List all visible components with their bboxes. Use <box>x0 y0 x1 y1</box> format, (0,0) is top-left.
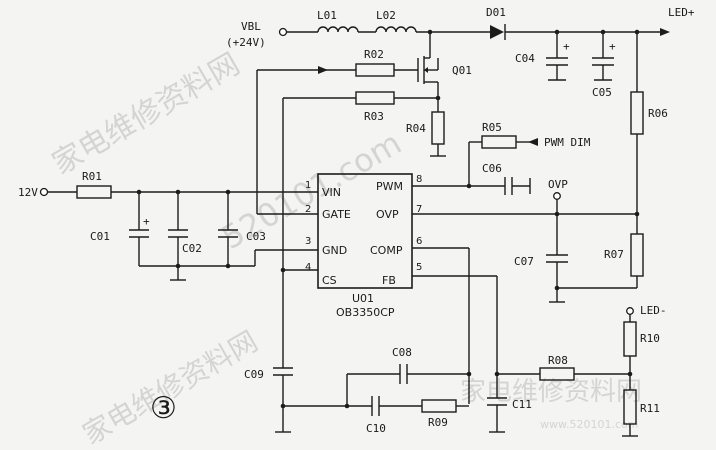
pin-5-name: FB <box>382 274 396 287</box>
watermark-site-url: www.520101.com <box>540 418 638 431</box>
c04-capacitor: + <box>546 32 570 81</box>
r06-label: R06 <box>648 107 668 120</box>
r03-resistor <box>282 91 438 270</box>
c05-capacitor: + <box>592 32 616 81</box>
pin-6-number: 6 <box>416 236 422 247</box>
pwm-dim-label: PWM DIM <box>544 136 591 149</box>
c01-label: C01 <box>90 230 110 243</box>
figure-number: ③ <box>150 391 177 426</box>
l02-inductor <box>375 26 417 33</box>
c07-label: C07 <box>514 255 534 268</box>
c06-capacitor <box>412 177 531 195</box>
pin-7-number: 7 <box>416 204 422 215</box>
l01-label: L01 <box>317 9 337 22</box>
c03-label: C03 <box>246 230 266 243</box>
pin-2-name: GATE <box>322 208 351 221</box>
svg-text:+: + <box>143 215 150 228</box>
r02-resistor <box>256 63 418 196</box>
r02-label: R02 <box>364 48 384 61</box>
vbl-label: VBL <box>241 20 261 33</box>
ic-u01 <box>317 173 413 289</box>
c06-label: C06 <box>482 162 502 175</box>
pin-1-number: 1 <box>305 180 311 191</box>
d01-label: D01 <box>486 6 506 19</box>
c05-label: C05 <box>592 86 612 99</box>
pin-3-number: 3 <box>305 236 311 247</box>
led-minus-label: LED- <box>640 304 667 317</box>
pin-4-number: 4 <box>305 262 311 273</box>
comp-fb-network <box>273 247 633 433</box>
q01-label: Q01 <box>452 64 472 77</box>
ic-ref-label: U01 <box>352 292 374 305</box>
input-caps: + <box>129 192 318 281</box>
ovp-terminal-label: OVP <box>548 178 568 191</box>
vbl-terminal <box>278 27 288 37</box>
led-plus-arrow <box>660 28 670 36</box>
r07-label: R07 <box>604 248 624 261</box>
pin-6-name: COMP <box>370 244 403 257</box>
pin-4-name: CS <box>322 274 337 287</box>
r09-label: R09 <box>428 416 448 429</box>
r08-label: R08 <box>548 354 568 367</box>
r11-label: R11 <box>640 402 660 415</box>
l02-label: L02 <box>376 9 396 22</box>
d01-diode <box>490 25 504 39</box>
pin-7-name: OVP <box>376 208 399 221</box>
r05-label: R05 <box>482 121 502 134</box>
top-rail <box>278 24 670 40</box>
led-minus-network <box>622 307 638 437</box>
watermark-text-bottom: 家电维修资料网 <box>77 324 263 450</box>
svg-text:+: + <box>563 40 570 53</box>
v12-label: 12V <box>18 186 38 199</box>
pin-1-name: VIN <box>322 186 341 199</box>
c09-label: C09 <box>244 368 264 381</box>
ovp-net <box>412 192 637 303</box>
c10-label: C10 <box>366 422 386 435</box>
q01-mosfet <box>417 32 441 101</box>
input-12v <box>39 185 318 199</box>
c02-label: C02 <box>182 242 202 255</box>
ic-part-label: OB3350CP <box>336 306 395 319</box>
pin-2-number: 2 <box>305 204 311 215</box>
r01-label: R01 <box>82 170 102 183</box>
watermark-text-left: 家电维修资料网 <box>47 47 246 182</box>
r03-label: R03 <box>364 110 384 123</box>
c11-label: C11 <box>512 398 532 411</box>
pin-3-name: GND <box>322 244 347 257</box>
led-plus-label: LED+ <box>668 6 695 19</box>
r10-label: R10 <box>640 332 660 345</box>
c04-label: C04 <box>515 52 535 65</box>
c08-label: C08 <box>392 346 412 359</box>
pin-5-number: 5 <box>416 262 422 273</box>
vbl-voltage-label: (+24V) <box>226 36 266 49</box>
l01-inductor <box>317 26 359 33</box>
pin-8-name: PWM <box>376 180 403 193</box>
r05-resistor <box>468 135 538 186</box>
r04-resistor <box>430 98 446 157</box>
svg-text:+: + <box>609 40 616 53</box>
watermark-site-logo: 家电维修资料网 <box>460 377 642 407</box>
r04-label: R04 <box>406 122 426 135</box>
r06-r07-divider <box>630 32 644 288</box>
pin-8-number: 8 <box>416 174 422 185</box>
